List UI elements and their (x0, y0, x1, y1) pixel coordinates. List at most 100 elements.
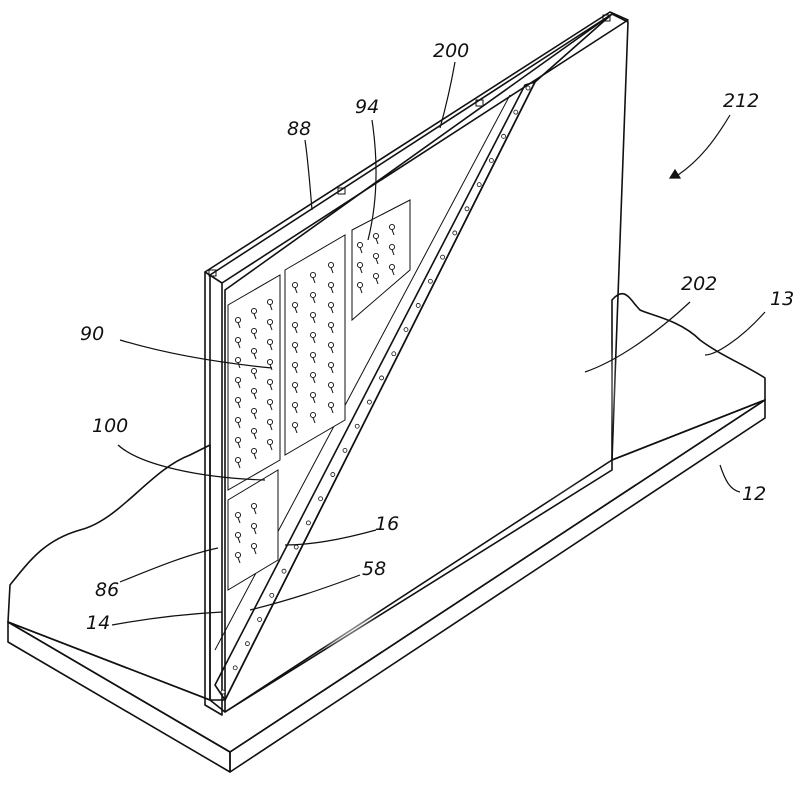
connector-shank (391, 249, 395, 256)
fill-region-highlight (400, 270, 620, 510)
wall-back-face (224, 13, 629, 713)
connector-shank (253, 433, 257, 440)
connector-head (327, 341, 335, 349)
label-58: 58 (362, 558, 386, 580)
connector-shank (253, 548, 257, 555)
label-100: 100 (92, 415, 128, 437)
connector-head (234, 396, 242, 404)
connector-shank (312, 277, 316, 284)
connector-shank (391, 269, 395, 276)
mesh-fastener (220, 689, 226, 695)
connector-shank (253, 413, 257, 420)
connector-head (250, 407, 258, 415)
mesh-fastener (513, 109, 519, 115)
connector-shank (269, 424, 273, 431)
connector-head (234, 531, 242, 539)
connector-head (234, 436, 242, 444)
connector-head (234, 336, 242, 344)
label-13: 13 (770, 288, 794, 310)
mesh-fastener (501, 133, 507, 139)
connector-shank (237, 342, 241, 349)
label-88: 88 (287, 118, 311, 140)
connector-head (327, 321, 335, 329)
ground-soil-right (611, 293, 766, 461)
connector-head (291, 401, 299, 409)
connector-head (234, 551, 242, 559)
connector-head (327, 361, 335, 369)
connector-shank (253, 373, 257, 380)
connector-shank (237, 382, 241, 389)
ground-soil (7, 444, 211, 701)
label-90: 90 (80, 323, 104, 345)
connector-shank (330, 407, 334, 414)
connector-head (266, 358, 274, 366)
connector-shank (237, 362, 241, 369)
connector-head (309, 311, 317, 319)
connector-shank (375, 258, 379, 265)
connector-head (291, 281, 299, 289)
connector-shank (330, 267, 334, 274)
mesh-fastener (452, 230, 458, 236)
connector-shank (253, 508, 257, 515)
connector-head (250, 447, 258, 455)
connector-shank (391, 229, 395, 236)
connector-head (250, 387, 258, 395)
connector-shank (269, 344, 273, 351)
mesh-fastener (391, 351, 397, 357)
connector-shank (237, 537, 241, 544)
top-frame (204, 11, 629, 284)
mesh-fastener (464, 206, 470, 212)
connector-shank (312, 397, 316, 404)
connector-head (266, 398, 274, 406)
footing-front-face (7, 621, 231, 773)
connector-head (234, 356, 242, 364)
connector-shank (237, 442, 241, 449)
connector-shank (294, 427, 298, 434)
connector-shank (330, 307, 334, 314)
connector-shank (269, 444, 273, 451)
connector-shank (253, 393, 257, 400)
connector-grid (220, 85, 531, 695)
connector-head (250, 427, 258, 435)
connector-shank (237, 517, 241, 524)
connector-head (388, 223, 396, 231)
leader-lines (111, 61, 766, 626)
connector-shank (294, 307, 298, 314)
connector-shank (294, 367, 298, 374)
label-16: 16 (375, 513, 399, 535)
connector-head (234, 511, 242, 519)
connector-shank (312, 297, 316, 304)
mesh-fastener (403, 327, 409, 333)
connector-shank (312, 317, 316, 324)
connector-head (291, 381, 299, 389)
connector-shank (375, 238, 379, 245)
connector-shank (359, 247, 363, 254)
connector-head (266, 338, 274, 346)
connector-head (250, 347, 258, 355)
connector-shank (253, 453, 257, 460)
connector-head (266, 378, 274, 386)
connector-head (266, 318, 274, 326)
connector-head (266, 298, 274, 306)
connector-shank (237, 557, 241, 564)
connector-head (372, 232, 380, 240)
connector-head (250, 542, 258, 550)
connector-shank (253, 333, 257, 340)
connector-head (266, 418, 274, 426)
connector-head (309, 291, 317, 299)
mesh-fastener (244, 641, 250, 647)
connector-shank (294, 347, 298, 354)
connector-head (291, 301, 299, 309)
connector-head (234, 376, 242, 384)
label-12: 12 (742, 483, 766, 505)
connector-head (388, 263, 396, 271)
connector-head (309, 351, 317, 359)
connector-head (309, 271, 317, 279)
connector-shank (269, 384, 273, 391)
connector-head (291, 421, 299, 429)
connector-shank (294, 407, 298, 414)
connector-head (356, 281, 364, 289)
connector-shank (269, 404, 273, 411)
panel-blocks (227, 199, 411, 591)
connector-shank (269, 304, 273, 311)
